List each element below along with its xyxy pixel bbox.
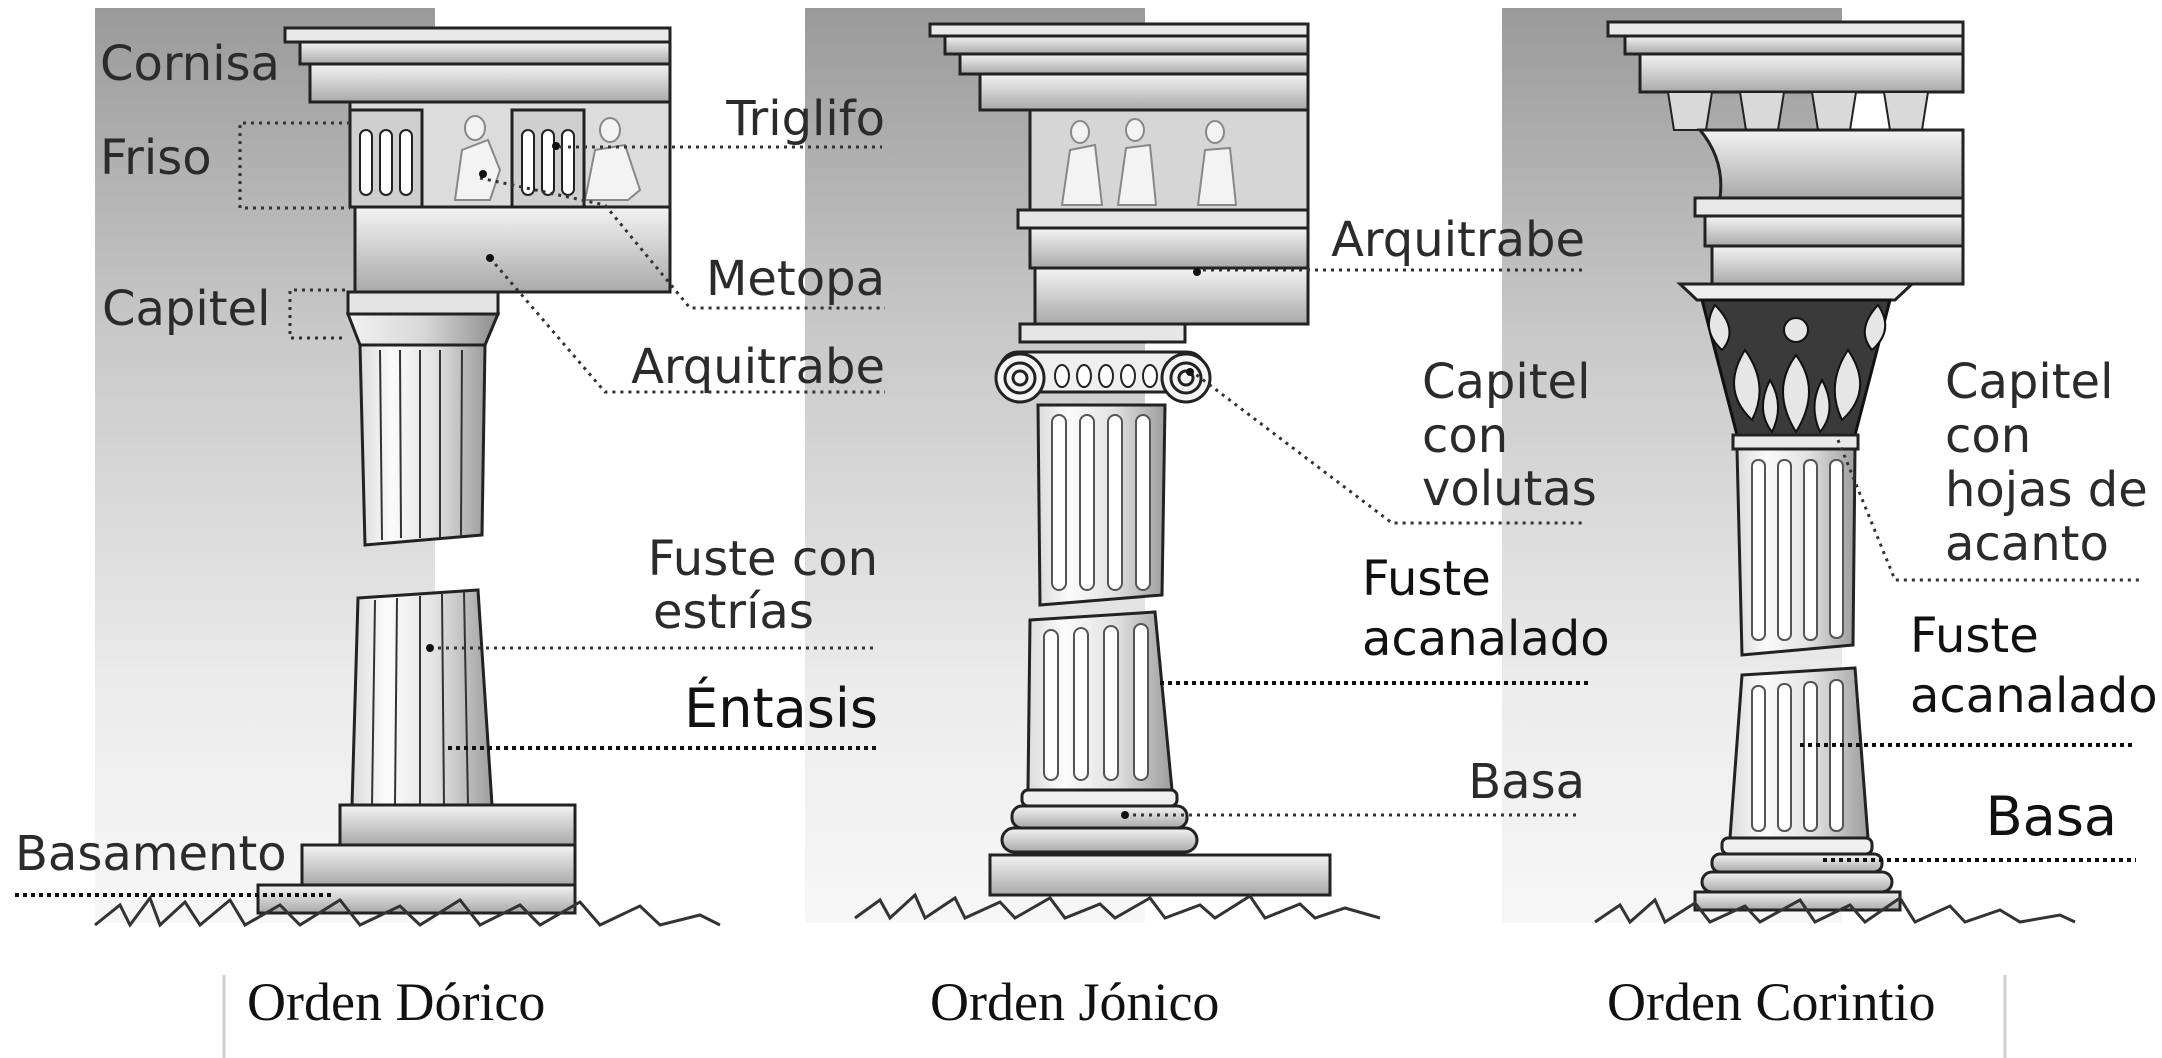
label-arquitrabe-doric: Arquitrabe [631, 339, 885, 395]
caption-corinthian: Orden Corintio [1607, 972, 1935, 1032]
ionic-leader-lines [1125, 268, 1588, 817]
corinthian-leader-lines [1800, 439, 2140, 862]
captions: Orden Dórico Orden Jónico Orden Corintio [247, 972, 1935, 1032]
label-metopa: Metopa [706, 251, 885, 307]
ionic-volute-left [994, 352, 1046, 404]
label-basamento: Basamento [15, 826, 287, 882]
corinthian-labels: Capitel con hojas de acanto Fuste acanal… [1910, 354, 2158, 848]
doric-labels: Cornisa Friso Capitel Basamento Triglifo… [15, 36, 885, 882]
ionic-volute-right [1160, 352, 1212, 404]
corinthian-base [1693, 836, 1902, 912]
corinthian-capital [1676, 282, 1916, 437]
ionic-base [988, 788, 1332, 897]
corinthian-cornice [1606, 20, 1965, 200]
label-fuste-estrias-line2: estrías [653, 584, 814, 640]
caption-ionic: Orden Jónico [930, 972, 1219, 1032]
label-capitel-doric: Capitel [102, 281, 270, 337]
doric-column [94, 26, 721, 928]
label-basa-corinthian: Basa [1986, 785, 2117, 848]
label-friso: Friso [100, 130, 212, 186]
ionic-cornice [928, 22, 1310, 112]
label-capitel-volutas-line2: con [1422, 408, 1508, 464]
doric-architrave [353, 205, 672, 294]
label-capitel-acanto-line3: hojas de [1945, 462, 2148, 518]
caption-frame [222, 975, 2007, 1058]
label-fuste-acanalado-corinthian-line2: acanalado [1910, 668, 2158, 724]
label-triglifo: Triglifo [725, 91, 885, 147]
label-arquitrabe-ionic: Arquitrabe [1331, 212, 1585, 268]
ionic-egg-and-dart [1054, 364, 1158, 388]
ionic-labels: Arquitrabe Capitel con volutas Fuste aca… [1331, 212, 1610, 810]
label-capitel-volutas-line1: Capitel [1422, 354, 1590, 410]
label-fuste-estrias-line1: Fuste con [648, 531, 878, 587]
label-capitel-acanto-line4: acanto [1945, 516, 2109, 572]
ionic-architrave [1016, 208, 1310, 326]
doric-leader-lines [15, 121, 885, 897]
doric-grass [94, 894, 721, 928]
ionic-grass [854, 892, 1381, 921]
pointer-dots [426, 142, 1201, 819]
label-fuste-acanalado-ionic-line2: acanalado [1362, 611, 1610, 667]
label-capitel-acanto-line1: Capitel [1945, 354, 2113, 410]
label-fuste-acanalado-ionic-line1: Fuste [1362, 551, 1491, 607]
label-fuste-acanalado-corinthian-line1: Fuste [1910, 608, 2039, 664]
label-entasis: Éntasis [684, 677, 878, 740]
corinthian-architrave [1693, 196, 1965, 286]
caption-doric: Orden Dórico [247, 972, 545, 1032]
doric-capital [345, 290, 501, 347]
acanthus-leaves [1707, 303, 1887, 434]
doric-shaft-upper [358, 343, 487, 547]
label-capitel-acanto-line2: con [1945, 408, 2031, 464]
ionic-shaft-lower [1026, 610, 1174, 792]
label-cornisa: Cornisa [100, 36, 280, 92]
ionic-frieze-relief [1060, 118, 1238, 206]
corinthian-shaft-upper [1731, 433, 1860, 657]
ionic-shaft-upper [1036, 403, 1167, 607]
doric-cornice [283, 26, 672, 104]
label-capitel-volutas-line3: volutas [1422, 461, 1597, 517]
doric-frieze [348, 100, 672, 209]
corinthian-shaft-lower [1728, 666, 1870, 840]
corinthian-grass [1594, 895, 2076, 925]
doric-metope-relief [453, 115, 642, 201]
ionic-column [854, 22, 1381, 921]
doric-triglyph [348, 108, 586, 209]
corinthian-column [1594, 20, 2076, 925]
label-basa-ionic: Basa [1468, 754, 1585, 810]
ionic-capital [994, 322, 1212, 404]
doric-shaft-lower [350, 588, 494, 807]
ionic-frieze [1028, 108, 1310, 212]
